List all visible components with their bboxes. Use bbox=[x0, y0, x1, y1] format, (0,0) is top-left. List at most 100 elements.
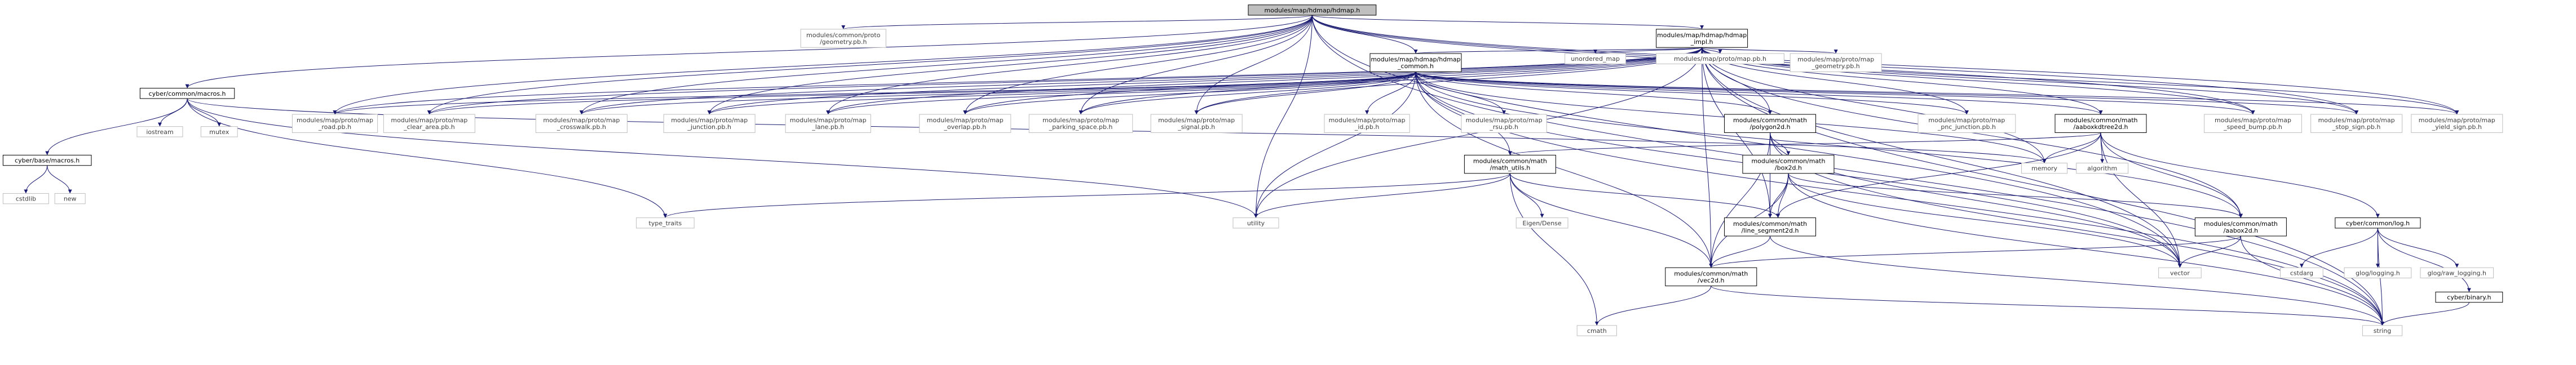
node-box-base_macros bbox=[2, 154, 92, 166]
node-box-pnc_junction_pb bbox=[1917, 114, 2016, 133]
node-box-cstdlib bbox=[2, 193, 49, 204]
edge-root-to-utility bbox=[1254, 15, 1313, 218]
node-math_utils[interactable]: modules/common/math/math_utils.h bbox=[1464, 154, 1556, 174]
edge-aabox2d-to-vec2d bbox=[1709, 235, 2241, 268]
node-label-vec2d-0: modules/common/math bbox=[1674, 270, 1748, 277]
edge-box2d-to-line_segment2d bbox=[1768, 173, 1789, 218]
node-aaboxkdtree2d[interactable]: modules/common/math/aaboxkdtree2d.h bbox=[2054, 114, 2147, 133]
edge-hdmap_impl-to-memory bbox=[1702, 47, 2047, 163]
edge-root-to-vector bbox=[1311, 15, 2182, 268]
node-label-vec2d-1: /vec2d.h bbox=[1698, 277, 1725, 284]
edge-hdmap_common-to-speed_bump_pb bbox=[1415, 72, 2255, 115]
edge-math_utils-to-cmath bbox=[1509, 173, 1599, 326]
edge-root-to-hdmap_common bbox=[1311, 15, 1418, 54]
node-overlap_pb: modules/map/proto/map_overlap.pb.h bbox=[919, 114, 1011, 133]
node-box-hdmap_common bbox=[1369, 53, 1462, 72]
node-label-cstdlib-0: cstdlib bbox=[16, 195, 36, 203]
node-label-clear_area_pb-1: _clear_area.pb.h bbox=[403, 123, 455, 131]
edge-macros-to-iostream bbox=[158, 98, 188, 127]
node-line_segment2d[interactable]: modules/common/math/line_segment2d.h bbox=[1724, 217, 1817, 237]
edge-hdmap_common-to-yield_sign_pb bbox=[1415, 72, 2459, 115]
node-box-type_traits bbox=[636, 217, 695, 229]
node-label-id_pb-0: modules/map/proto/map bbox=[1329, 117, 1406, 124]
node-label-new-0: new bbox=[64, 195, 77, 203]
edge-box2d-to-string bbox=[1788, 173, 2384, 326]
node-box-utility bbox=[1232, 217, 1279, 229]
edge-polygon2d-to-string bbox=[1770, 132, 2384, 326]
node-macros[interactable]: cyber/common/macros.h bbox=[139, 88, 235, 99]
node-stop_sign_pb: modules/map/proto/map_stop_sign.pb.h bbox=[2310, 114, 2403, 133]
edge-hdmap_common-to-parking_space_pb bbox=[1079, 72, 1416, 115]
node-label-stop_sign_pb-1: _stop_sign.pb.h bbox=[2332, 123, 2380, 131]
node-base_macros[interactable]: cyber/base/macros.h bbox=[2, 154, 92, 166]
node-box2d[interactable]: modules/common/math/box2d.h bbox=[1742, 154, 1835, 174]
node-polygon2d[interactable]: modules/common/math/polygon2d.h bbox=[1724, 114, 1817, 133]
node-label-parking_space_pb-1: _parking_space.pb.h bbox=[1049, 123, 1113, 131]
node-box-map_geometry_pb bbox=[1789, 53, 1882, 72]
node-label-math_utils-1: /math_utils.h bbox=[1490, 164, 1531, 172]
node-crosswalk_pb: modules/map/proto/map_crosswalk.pb.h bbox=[535, 114, 628, 133]
node-label-glog_logging-0: glog/logging.h bbox=[2356, 269, 2400, 277]
edge-math_utils-to-limits bbox=[1509, 173, 1780, 218]
node-junction_pb: modules/map/proto/map_junction.pb.h bbox=[663, 114, 755, 133]
node-label-algorithm-0: algorithm bbox=[2087, 165, 2117, 172]
node-label-aabox2d-0: modules/common/math bbox=[2204, 220, 2278, 228]
node-pnc_junction_pb: modules/map/proto/map_pnc_junction.pb.h bbox=[1917, 114, 2016, 133]
node-eigen_dense: Eigen/Dense bbox=[1515, 217, 1568, 229]
node-label-mutex-0: mutex bbox=[209, 128, 229, 136]
node-box-junction_pb bbox=[663, 114, 755, 133]
node-box-signal_pb bbox=[1150, 114, 1243, 133]
node-aabox2d[interactable]: modules/common/math/aabox2d.h bbox=[2194, 217, 2287, 237]
edge-hdmap_impl-to-junction_pb bbox=[707, 47, 1703, 115]
node-label-lane_pb-0: modules/map/proto/map bbox=[790, 117, 867, 124]
edge-hdmap_impl-to-hdmap_common bbox=[1414, 47, 1703, 54]
node-label-crosswalk_pb-0: modules/map/proto/map bbox=[543, 117, 620, 124]
edge-aabox2d-to-string bbox=[2240, 236, 2384, 326]
node-label-log-0: cyber/common/log.h bbox=[2346, 220, 2410, 227]
node-label-hdmap_impl-0: modules/map/hdmap/hdmap bbox=[1657, 32, 1747, 39]
node-label-road_pb-1: _road.pb.h bbox=[318, 123, 351, 131]
node-label-map_geometry_pb-0: modules/map/proto/map bbox=[1797, 56, 1874, 63]
node-root[interactable]: modules/map/hdmap/hdmap.h bbox=[1248, 5, 1377, 16]
edge-aabox2d-to-vector bbox=[2177, 235, 2241, 268]
node-vec2d[interactable]: modules/common/math/vec2d.h bbox=[1665, 267, 1757, 287]
node-label-binary-0: cyber/binary.h bbox=[2447, 294, 2491, 301]
edge-math_utils-to-eigen_dense bbox=[1509, 173, 1544, 218]
node-box-cmath bbox=[1576, 325, 1617, 336]
node-box-glog_raw_logging bbox=[2420, 267, 2494, 279]
node-binary[interactable]: cyber/binary.h bbox=[2435, 291, 2503, 303]
node-box-line_segment2d bbox=[1724, 217, 1817, 237]
node-label-iostream-0: iostream bbox=[146, 128, 173, 136]
node-map_pb: modules/map/proto/map.pb.h bbox=[1656, 53, 1784, 64]
node-box-overlap_pb bbox=[919, 114, 1011, 133]
node-label-speed_bump_pb-0: modules/map/proto/map bbox=[2215, 117, 2291, 124]
node-label-line_segment2d-1: /line_segment2d.h bbox=[1742, 227, 1799, 234]
edge-aaboxkdtree2d-to-log bbox=[2100, 132, 2380, 218]
node-geometry_pb: modules/common/proto/geometry.pb.h bbox=[800, 29, 886, 48]
node-label-eigen_dense-0: Eigen/Dense bbox=[1523, 220, 1562, 227]
node-label-utility-0: utility bbox=[1247, 220, 1265, 227]
node-label-signal_pb-0: modules/map/proto/map bbox=[1158, 117, 1235, 124]
edge-hdmap_common-to-aaboxkdtree2d bbox=[1415, 72, 2103, 115]
edge-math_utils-to-type_traits bbox=[663, 173, 1510, 219]
node-label-unordered_map-0: unordered_map bbox=[1571, 55, 1620, 63]
node-box-new bbox=[54, 193, 86, 204]
node-label-polygon2d-1: /polygon2d.h bbox=[1749, 123, 1790, 131]
node-label-speed_bump_pb-1: _speed_bump.pb.h bbox=[2223, 123, 2282, 131]
edge-hdmap_common-to-road_pb bbox=[333, 72, 1416, 115]
edge-aaboxkdtree2d-to-math_utils bbox=[1508, 132, 2101, 155]
edge-log-to-glog_raw_logging bbox=[2377, 228, 2459, 268]
edge-hdmap_impl-to-vector bbox=[1702, 47, 2182, 268]
edge-hdmap_common-to-signal_pb bbox=[1194, 72, 1416, 115]
edge-aaboxkdtree2d-to-memory bbox=[2042, 132, 2101, 163]
edge-root-to-hdmap_impl bbox=[1311, 15, 1704, 30]
node-hdmap_common[interactable]: modules/map/hdmap/hdmap_common.h bbox=[1369, 53, 1462, 72]
node-map_geometry_pb: modules/map/proto/map_geometry.pb.h bbox=[1789, 53, 1882, 72]
edge-base_macros-to-new bbox=[47, 165, 72, 194]
node-log[interactable]: cyber/common/log.h bbox=[2335, 217, 2421, 229]
edge-hdmap_common-to-aabox2d bbox=[1415, 72, 2243, 218]
node-box-algorithm bbox=[2076, 162, 2129, 174]
node-label-type_traits-0: type_traits bbox=[649, 220, 682, 227]
node-hdmap_impl[interactable]: modules/map/hdmap/hdmap_impl.h bbox=[1656, 29, 1748, 48]
node-label-overlap_pb-1: _overlap.pb.h bbox=[943, 123, 986, 131]
